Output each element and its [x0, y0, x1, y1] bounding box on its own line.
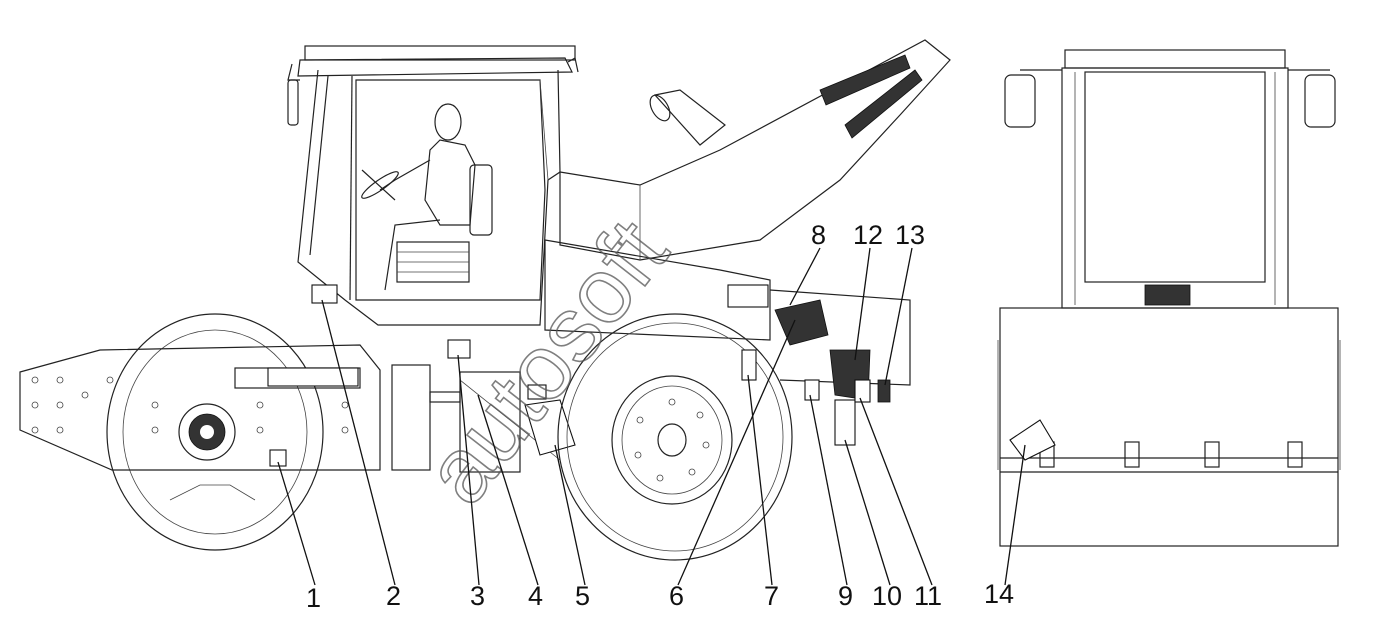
callout-12: 12 [853, 220, 883, 250]
pump-5 [524, 399, 576, 456]
part-9 [804, 379, 820, 401]
callout-5: 5 [575, 581, 590, 611]
callout-numbers: 1 2 3 4 5 6 7 8 9 10 11 12 13 14 [306, 220, 1014, 613]
callout-11: 11 [914, 581, 942, 611]
callout-7: 7 [764, 581, 779, 611]
callout-10: 10 [872, 581, 902, 611]
operator-figure [379, 103, 493, 291]
callout-6: 6 [669, 581, 684, 611]
watermark: autosoft [405, 202, 687, 523]
rear-hydraulics [727, 284, 891, 446]
callout-9: 9 [838, 581, 853, 611]
part-7 [741, 349, 757, 381]
part-11 [854, 379, 871, 403]
motor-14 [1009, 419, 1056, 461]
lug-nuts [634, 398, 710, 482]
callout-13: 13 [895, 220, 925, 250]
rear-tire [557, 313, 793, 561]
callout-14: 14 [984, 579, 1014, 609]
callout-3: 3 [470, 581, 485, 611]
callout-4: 4 [528, 581, 543, 611]
leader-lines [277, 247, 1026, 586]
cab-side-view [287, 45, 579, 326]
hood-vents [819, 54, 923, 139]
callout-8: 8 [811, 220, 826, 250]
callout-1: 1 [306, 583, 321, 613]
engine-hood [544, 39, 951, 386]
center-frame [391, 339, 576, 473]
front-drum [19, 313, 381, 551]
filter-10 [834, 399, 856, 446]
pump-8 [774, 299, 829, 346]
valve-block-3 [447, 339, 471, 359]
callout-2: 2 [386, 581, 401, 611]
part-6 [727, 284, 769, 308]
part-13 [877, 379, 891, 403]
scraper-tabs [1039, 441, 1303, 468]
frame-holes [31, 376, 349, 434]
front-view [997, 49, 1341, 547]
